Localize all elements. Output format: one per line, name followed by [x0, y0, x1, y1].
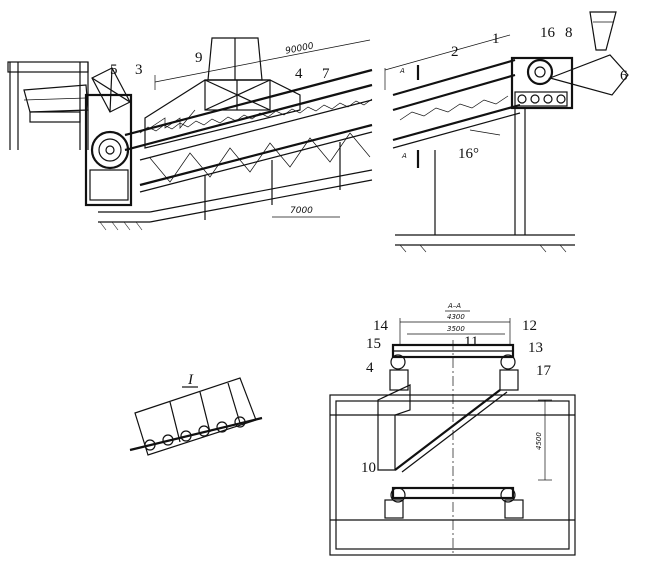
label-4: 4 [295, 66, 303, 82]
label-9: 9 [195, 50, 203, 66]
dim-section-width-inner: 3500 [447, 325, 465, 333]
label-8: 8 [565, 25, 573, 41]
section-a-a: A–A 4300 3500 4500 14 [329, 302, 576, 556]
label-2: 2 [451, 44, 459, 60]
label-14: 14 [373, 318, 389, 334]
label-16: 16 [540, 25, 556, 41]
label-5: 5 [110, 62, 118, 78]
section-marker-bottom: A [401, 152, 407, 160]
truss-pattern [149, 132, 371, 183]
dim-section-height: 4500 [535, 432, 543, 450]
detail-label: I [187, 372, 194, 388]
head-drive-elevation: 16° A A 2 1 16 8 6 [384, 11, 629, 253]
angle-label: 16° [458, 146, 479, 162]
label-10: 10 [361, 460, 376, 476]
section-title: A–A [447, 302, 461, 310]
label-17: 17 [536, 363, 552, 379]
main-conveyor-elevation: 90000 7000 5 3 9 4 7 [7, 37, 373, 231]
label-12: 12 [522, 318, 537, 334]
dim-total-length: 90000 [285, 41, 315, 56]
label-11: 11 [464, 334, 478, 350]
dim-section-width-outer: 4300 [447, 313, 465, 321]
label-4-section: 4 [366, 360, 374, 376]
label-15: 15 [366, 336, 381, 352]
dim-support-spacing: 7000 [290, 206, 313, 216]
section-marker-top: A [399, 67, 405, 75]
label-6: 6 [620, 68, 628, 84]
label-7: 7 [322, 66, 330, 82]
label-3: 3 [135, 62, 143, 78]
label-1: 1 [492, 31, 500, 47]
label-13: 13 [528, 340, 543, 356]
detail-chain: I [129, 372, 263, 456]
